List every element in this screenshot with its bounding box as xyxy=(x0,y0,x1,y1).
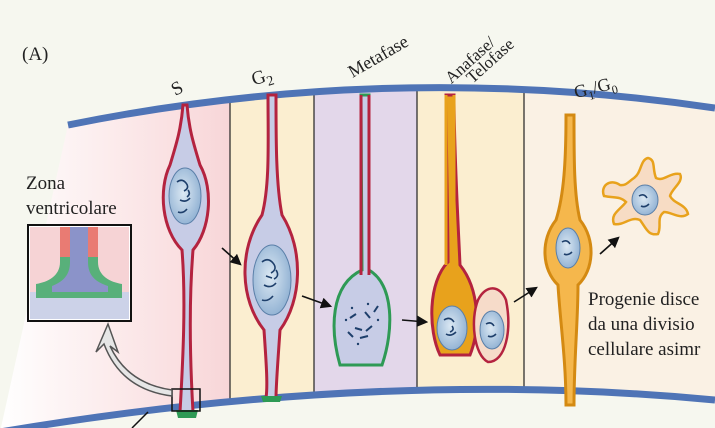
ventricular-zone-inset xyxy=(28,225,131,321)
label-zona-line1: Zona xyxy=(26,173,66,194)
nucleus-s xyxy=(169,168,201,224)
nucleus-anaphase-2 xyxy=(480,311,504,349)
label-progenie-line2: da una divisio xyxy=(588,314,695,335)
label-progenie-line1: Progenie disce xyxy=(588,289,699,310)
label-progenie-line3: cellulare asimr xyxy=(588,339,701,360)
nucleus-g2 xyxy=(253,245,291,315)
nucleus-progeny xyxy=(632,185,658,215)
label-zona-line2: ventricolare xyxy=(26,198,117,219)
panel-label: (A) xyxy=(22,44,48,65)
nucleus-anaphase-1 xyxy=(437,306,467,350)
nucleus-g1 xyxy=(556,228,580,268)
